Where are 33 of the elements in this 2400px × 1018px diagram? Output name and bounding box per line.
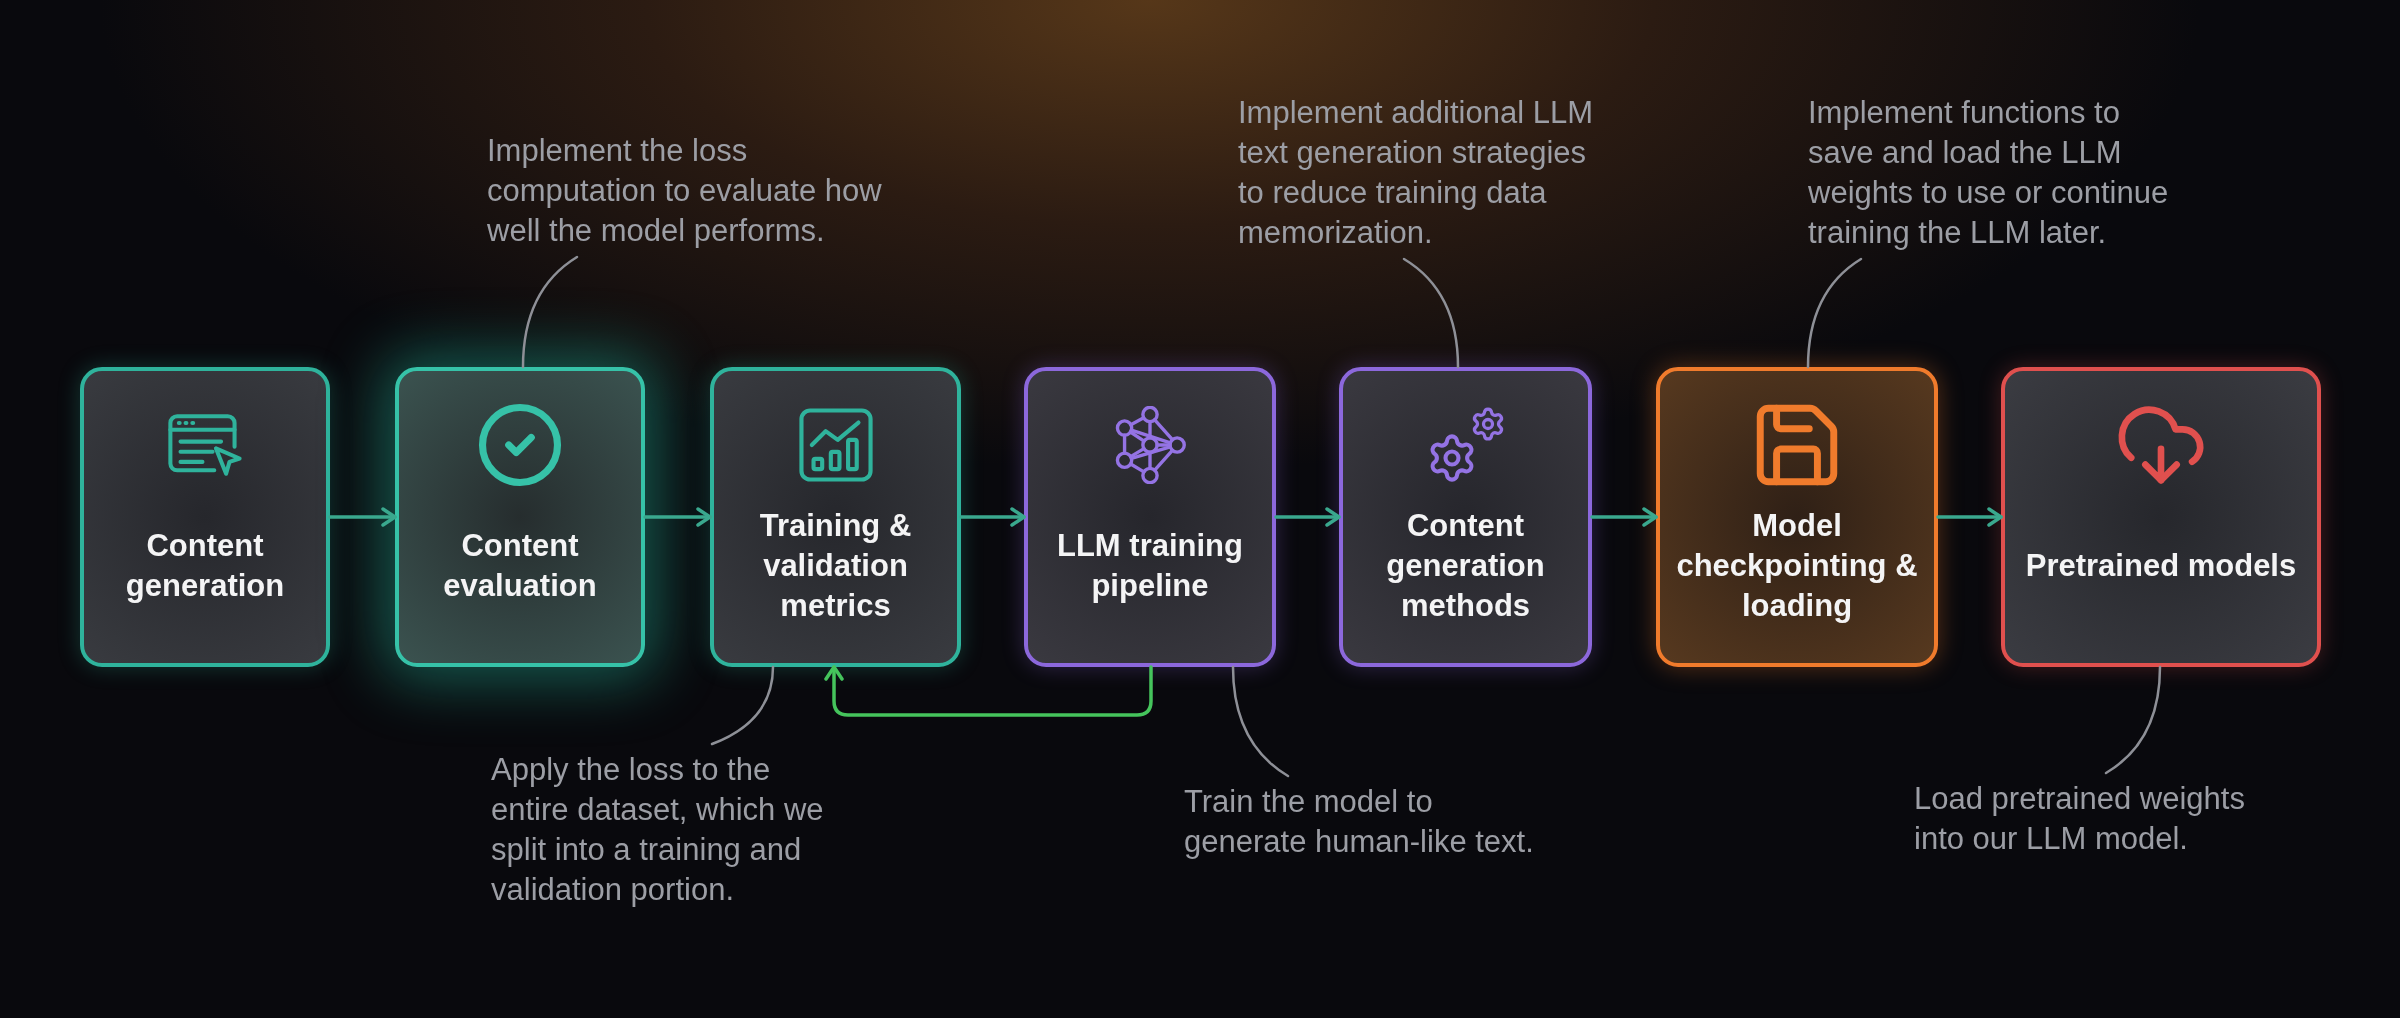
arrow <box>824 665 1153 717</box>
leader-line <box>1231 665 1290 778</box>
leader-line <box>1402 257 1460 369</box>
process-box <box>710 367 961 667</box>
step-label: Content generation <box>124 527 286 605</box>
annotation-text: Load pretrained weights into our LLM model. <box>1914 779 2274 859</box>
arrow <box>1936 507 2003 527</box>
arrow <box>643 507 712 527</box>
leader-line <box>1806 257 1863 369</box>
process-box <box>395 367 645 667</box>
leader-line <box>2104 665 2162 775</box>
leader-line <box>521 255 579 369</box>
leader-line <box>710 665 775 746</box>
process-box <box>80 367 330 667</box>
step-label: LLM training pipeline <box>1056 527 1244 605</box>
annotation-text: Implement functions to save and load the LLM weights to use or continue training the LLM later. <box>1808 93 2180 253</box>
arrow <box>328 507 397 527</box>
process-box <box>1339 367 1592 667</box>
step-label: Pretrained models <box>2025 547 2297 585</box>
step-label: Content evaluation <box>442 527 598 605</box>
process-box <box>2001 367 2321 667</box>
arrow <box>959 507 1026 527</box>
annotation-text: Train the model to generate human-like text. <box>1184 782 1549 862</box>
step-label: Training & validation metrics <box>758 507 913 625</box>
annotation-text: Apply the loss to the entire dataset, which we split into a training and validation portion. <box>491 750 841 910</box>
arrow <box>1590 507 1658 527</box>
annotation-text: Implement additional LLM text generation strategies to reduce training data memorization. <box>1238 93 1608 253</box>
arrow <box>1274 507 1341 527</box>
step-label: Content generation methods <box>1385 507 1546 625</box>
process-box <box>1656 367 1938 667</box>
step-label: Model checkpointing & loading <box>1675 507 1919 625</box>
process-box <box>1024 367 1276 667</box>
annotation-text: Implement the loss computation to evaluate how well the model performs. <box>487 131 907 251</box>
